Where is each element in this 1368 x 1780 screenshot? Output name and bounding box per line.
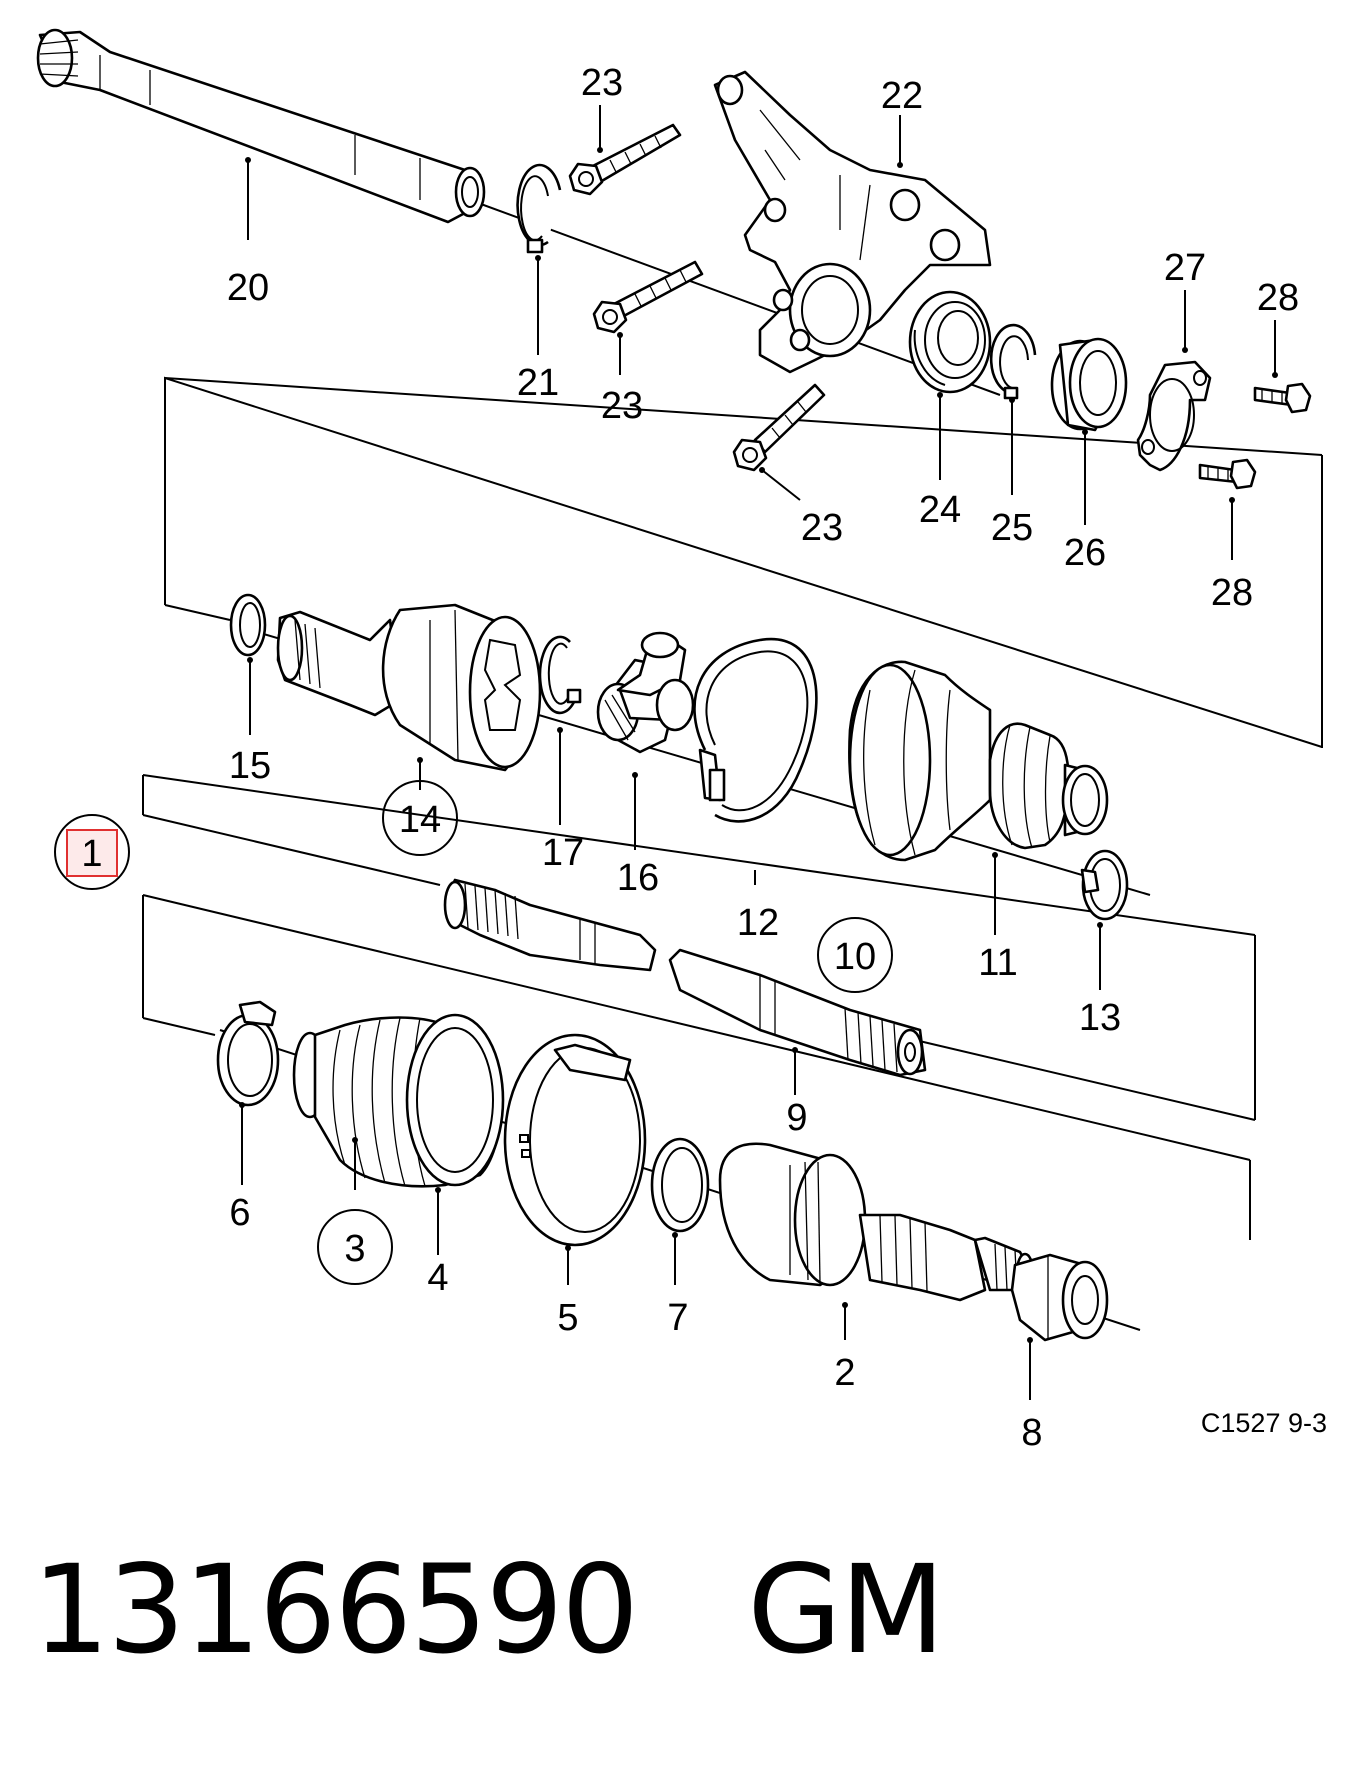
bolt-28-upper: [1253, 382, 1312, 414]
callout-8: 8: [1021, 1412, 1042, 1454]
sleeve-26: [1050, 337, 1128, 432]
bolt-23-lower: [732, 383, 826, 472]
callout-10: 10: [834, 936, 876, 978]
circlip-17: [538, 635, 582, 715]
outer-joint-boot: [292, 1013, 505, 1188]
callout-9: 9: [786, 1097, 807, 1139]
boot-clamp-6: [216, 1000, 280, 1107]
callout-3: 3: [344, 1228, 365, 1270]
callout-1: 1: [81, 833, 102, 875]
callout-22: 22: [881, 75, 923, 117]
drive-shaft-9: [443, 878, 927, 1077]
callout-circle-1: [54, 814, 130, 890]
caption-gap: [637, 1539, 747, 1681]
intermediate-shaft: [36, 28, 486, 224]
callout-23a: 23: [581, 62, 623, 104]
callout-labels: 1 2 3 4 5 6 7 8 9 10 11 12 13 14 15 16 1…: [81, 62, 1299, 1454]
tripod-16: [596, 631, 695, 754]
callout-26: 26: [1064, 532, 1106, 574]
leader-dots: [239, 147, 1278, 1343]
callout-15: 15: [229, 745, 271, 787]
callout-circle-10: [817, 917, 893, 993]
boot-clamp-13: [1080, 849, 1129, 921]
boot-clamp-12: [693, 637, 818, 823]
callout-25: 25: [991, 507, 1033, 549]
snap-ring-15: [229, 593, 267, 657]
callout-11: 11: [978, 942, 1017, 984]
flange-plate-27: [1136, 360, 1212, 472]
callout-24: 24: [919, 489, 961, 531]
callout-28b: 28: [1211, 572, 1253, 614]
bearing-24: [908, 290, 992, 394]
callout-23b: 23: [601, 385, 643, 427]
callout-6: 6: [229, 1192, 250, 1234]
circlip-25: [989, 323, 1037, 400]
callout-5: 5: [557, 1297, 578, 1339]
callout-28a: 28: [1257, 277, 1299, 319]
circled-callouts: [54, 780, 893, 1285]
circlip-7: [650, 1137, 710, 1233]
bolt-23-upper: [568, 123, 682, 196]
callout-27: 27: [1164, 247, 1206, 289]
group-frame-inner-joint: [164, 376, 1323, 748]
group-frame-shaft: [142, 774, 1256, 1121]
circlip-21: [516, 163, 562, 254]
leader-lines: [241, 105, 1276, 1400]
callout-16: 16: [617, 857, 659, 899]
highlight-box: [66, 829, 118, 877]
inner-joint-boot: [848, 660, 1109, 862]
callout-21: 21: [517, 362, 559, 404]
inner-joint-housing: [276, 603, 542, 772]
bearing-bracket: [713, 70, 992, 374]
callout-circle-3: [317, 1209, 393, 1285]
bolt-28-lower: [1198, 458, 1257, 490]
callout-20: 20: [227, 267, 269, 309]
callout-circle-14: [382, 780, 458, 856]
brand-name: GM: [747, 1539, 945, 1681]
figure-code: C1527 9-3: [1201, 1408, 1327, 1438]
callout-12: 12: [737, 902, 779, 944]
part-number: 13166590: [32, 1539, 639, 1681]
boot-clamp-5: [503, 1033, 647, 1247]
group-frame-outer-joint: [142, 894, 1251, 1240]
callout-7: 7: [667, 1297, 688, 1339]
exploded-drive-shaft-diagram: 1 2 3 4 5 6 7 8 9 10 11 12 13 14 15 16 1…: [36, 28, 1327, 1454]
callout-17: 17: [542, 832, 584, 874]
outer-cv-joint: [718, 1142, 1035, 1302]
callout-2: 2: [834, 1352, 855, 1394]
hub-nut-8: [1010, 1253, 1109, 1342]
bolt-23-middle: [592, 260, 704, 334]
callout-23c: 23: [801, 507, 843, 549]
callout-13: 13: [1079, 997, 1121, 1039]
callout-4: 4: [427, 1257, 448, 1299]
part-caption: 13166590 GM: [32, 1535, 945, 1695]
callout-14: 14: [399, 799, 441, 841]
